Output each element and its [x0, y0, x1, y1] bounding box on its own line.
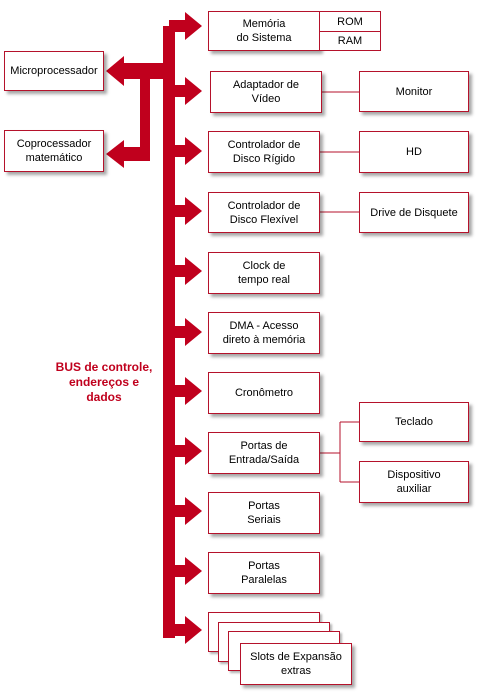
io-ports-box: Portas de Entrada/Saída — [208, 432, 320, 474]
microprocessor-box: Microprocessador — [4, 51, 104, 91]
timer-box: Cronômetro — [208, 372, 320, 414]
cpu-arrow — [106, 56, 169, 86]
floppy-drive-box: Drive de Disquete — [359, 192, 469, 233]
bus-arrow — [169, 12, 202, 40]
bus-arrow — [169, 257, 202, 285]
bus-arrow — [169, 557, 202, 585]
copro-arrow — [106, 140, 150, 168]
bus-arrow — [169, 377, 202, 405]
expansion-slots-box: Slots de Expansão extras — [240, 643, 352, 685]
bus-arrow — [169, 616, 202, 644]
system-memory-box: Memória do Sistema — [208, 11, 320, 51]
keyboard-box: Teclado — [359, 402, 469, 442]
video-adapter-box: Adaptador de Vídeo — [210, 71, 322, 113]
ram-box: RAM — [319, 31, 381, 51]
parallel-ports-box: Portas Paralelas — [208, 552, 320, 594]
bus-arrow — [169, 77, 202, 105]
coprocessor-box: Coprocessador matemático — [4, 130, 104, 172]
connector-lines — [320, 91, 359, 483]
bus-label: BUS de controle, endereços e dados — [55, 360, 153, 404]
hard-disk-controller-box: Controlador de Disco Rígido — [208, 131, 320, 173]
bus-arrow — [169, 497, 202, 525]
hd-box: HD — [359, 131, 469, 173]
bus-arrow — [169, 318, 202, 346]
dma-box: DMA - Acesso direto à memória — [208, 312, 320, 354]
bus-arrow — [169, 437, 202, 465]
serial-ports-box: Portas Seriais — [208, 492, 320, 534]
bus-bar — [106, 12, 202, 644]
floppy-controller-box: Controlador de Disco Flexível — [208, 192, 320, 233]
bus-arrow — [169, 197, 202, 225]
monitor-box: Monitor — [359, 71, 469, 112]
copro-branch — [140, 71, 150, 161]
clock-box: Clock de tempo real — [208, 252, 320, 294]
rom-box: ROM — [319, 11, 381, 32]
aux-device-box: Dispositivo auxiliar — [359, 461, 469, 503]
bus-arrow — [169, 137, 202, 165]
